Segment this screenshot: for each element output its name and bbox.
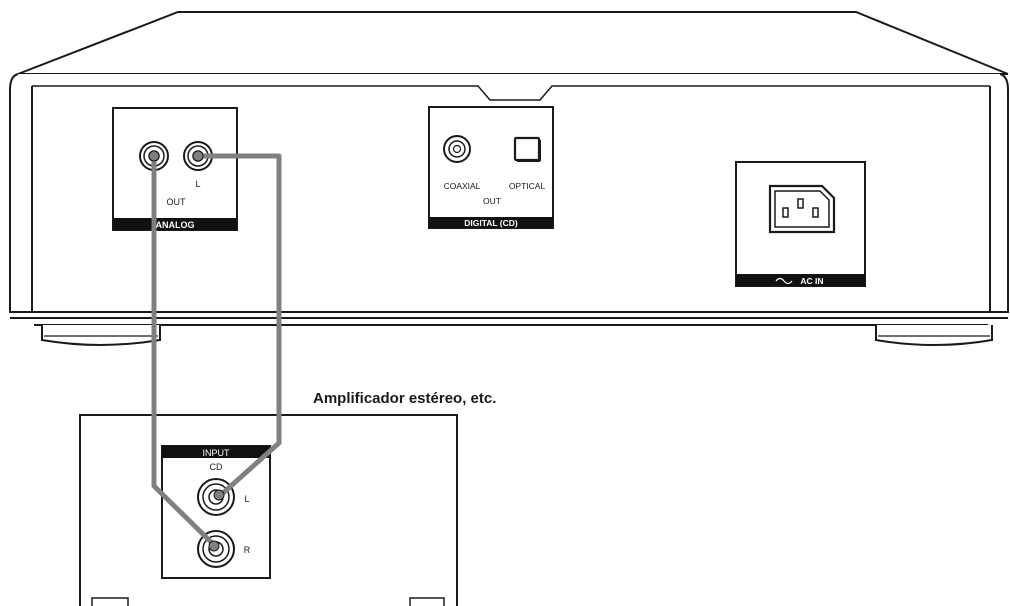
coaxial-jack [443, 135, 471, 163]
ac-in-panel: AC IN [735, 161, 866, 287]
left-channel-cable [195, 153, 282, 496]
ac-wave-icon [775, 277, 793, 285]
ac-in-label: AC IN [800, 276, 823, 286]
input-label: INPUT [203, 448, 231, 458]
ac-in-label-bar [736, 274, 865, 286]
power-socket-icon [768, 184, 836, 234]
cd-label: CD [210, 462, 223, 472]
cd-player-top [17, 11, 1009, 75]
plug-tip [192, 150, 204, 162]
amplifier: Amplificador estéreo, etc. INPUT CD L R [79, 390, 496, 606]
digital-section-label: DIGITAL (CD) [464, 218, 518, 228]
analog-out-label: OUT [167, 197, 187, 207]
right-channel-cable [151, 153, 215, 546]
input-label-bar [162, 446, 270, 458]
optical-port [513, 136, 541, 162]
amplifier-caption: Amplificador estéreo, etc. [313, 390, 496, 407]
optical-label: OPTICAL [509, 181, 546, 191]
amplifier-right-jack [197, 530, 235, 568]
coaxial-label: COAXIAL [444, 181, 481, 191]
left-foot [41, 325, 161, 346]
analog-label-bar [113, 218, 237, 230]
amplifier-right-label: R [244, 545, 251, 555]
analog-out-panel: ANALOG L OUT [112, 107, 238, 231]
plug-tip [208, 540, 220, 552]
digital-label-bar [429, 217, 553, 228]
plug-tip [148, 150, 160, 162]
digital-out-panel: DIGITAL (CD) COAXIAL OPTICAL OUT [428, 106, 554, 229]
analog-section-label: ANALOG [156, 220, 195, 230]
analog-left-label: L [195, 179, 200, 189]
right-foot [875, 325, 993, 346]
audio-cables [151, 153, 282, 546]
plug-tip [213, 489, 225, 501]
amplifier-left-label: L [244, 494, 249, 504]
digital-out-label: OUT [483, 196, 501, 206]
